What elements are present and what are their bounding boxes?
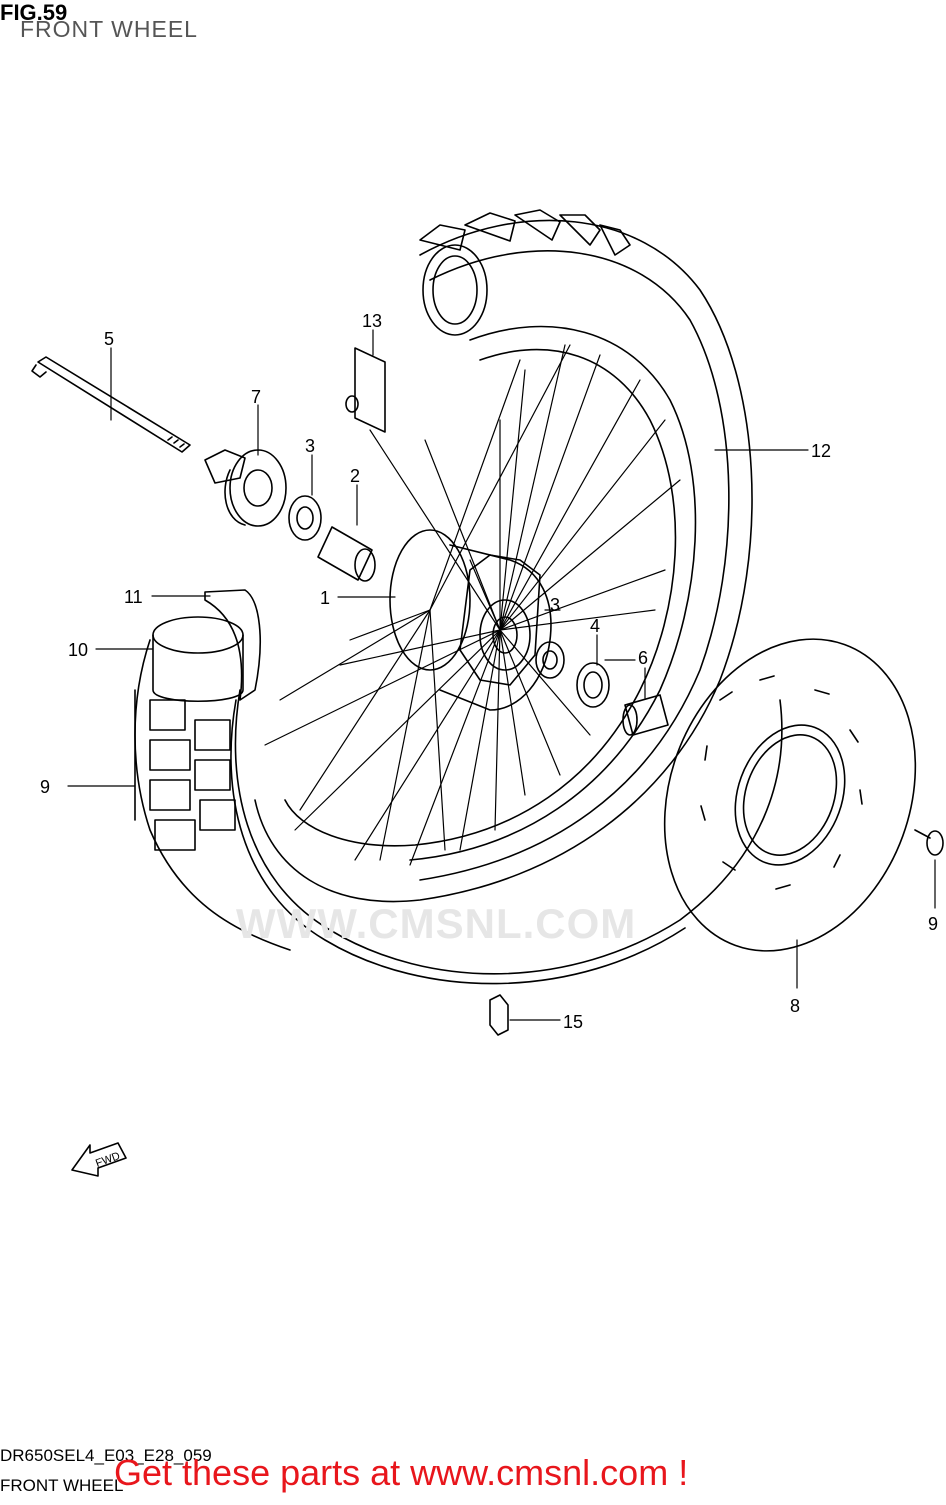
axle <box>31 356 191 453</box>
tire-section-rear <box>134 639 783 985</box>
speedometer-gearbox <box>204 449 287 527</box>
inner-tube <box>152 616 244 702</box>
callout-3b: 3 <box>550 595 560 615</box>
callout-8: 8 <box>790 996 800 1016</box>
callout-3a: 3 <box>305 436 315 456</box>
brake-disc <box>663 638 917 952</box>
callout-13: 12 <box>811 441 831 461</box>
callout-4: 4 <box>590 616 600 636</box>
oil-seal <box>576 662 610 708</box>
rim-band <box>204 589 261 701</box>
fwd-arrow-icon: FWD <box>71 1142 127 1177</box>
callout-7: 7 <box>251 387 261 407</box>
callout-10: 9 <box>40 777 50 797</box>
clip <box>489 994 509 1036</box>
callout-14: 13 <box>362 311 382 331</box>
callout-15: 15 <box>563 1012 583 1032</box>
callout-labels: 5 7 3 2 13 1 11 10 9 12 3 4 6 8 9 15 <box>40 311 938 1032</box>
watermark: WWW.CMSNL.COM <box>236 900 637 947</box>
wheel-hub <box>389 529 552 711</box>
callout-6: 6 <box>638 648 648 668</box>
callout-12: 11 <box>124 587 143 607</box>
disc-bolt <box>914 829 944 856</box>
footer-title: FRONT WHEEL <box>0 1476 124 1495</box>
figure-number: FIG.59 <box>0 0 68 25</box>
callout-11: 10 <box>68 640 88 660</box>
valve-stem <box>345 347 386 433</box>
bearing-left <box>288 495 322 541</box>
callout-9: 9 <box>928 914 938 934</box>
bearing-right <box>535 641 565 679</box>
diagram-code: DR650SEL4_E03_E28_059 <box>0 1446 212 1465</box>
front-wheel <box>254 209 753 903</box>
figure-title: FRONT WHEEL <box>20 16 198 42</box>
callout-2: 2 <box>350 466 360 486</box>
leader-lines <box>67 329 936 1021</box>
callout-1: 1 <box>320 588 330 608</box>
callout-5: 5 <box>104 329 114 349</box>
spacer <box>317 526 376 582</box>
promo-link[interactable]: Get these parts at www.cmsnl.com ! <box>114 1452 689 1493</box>
hub-spacer <box>622 694 669 736</box>
